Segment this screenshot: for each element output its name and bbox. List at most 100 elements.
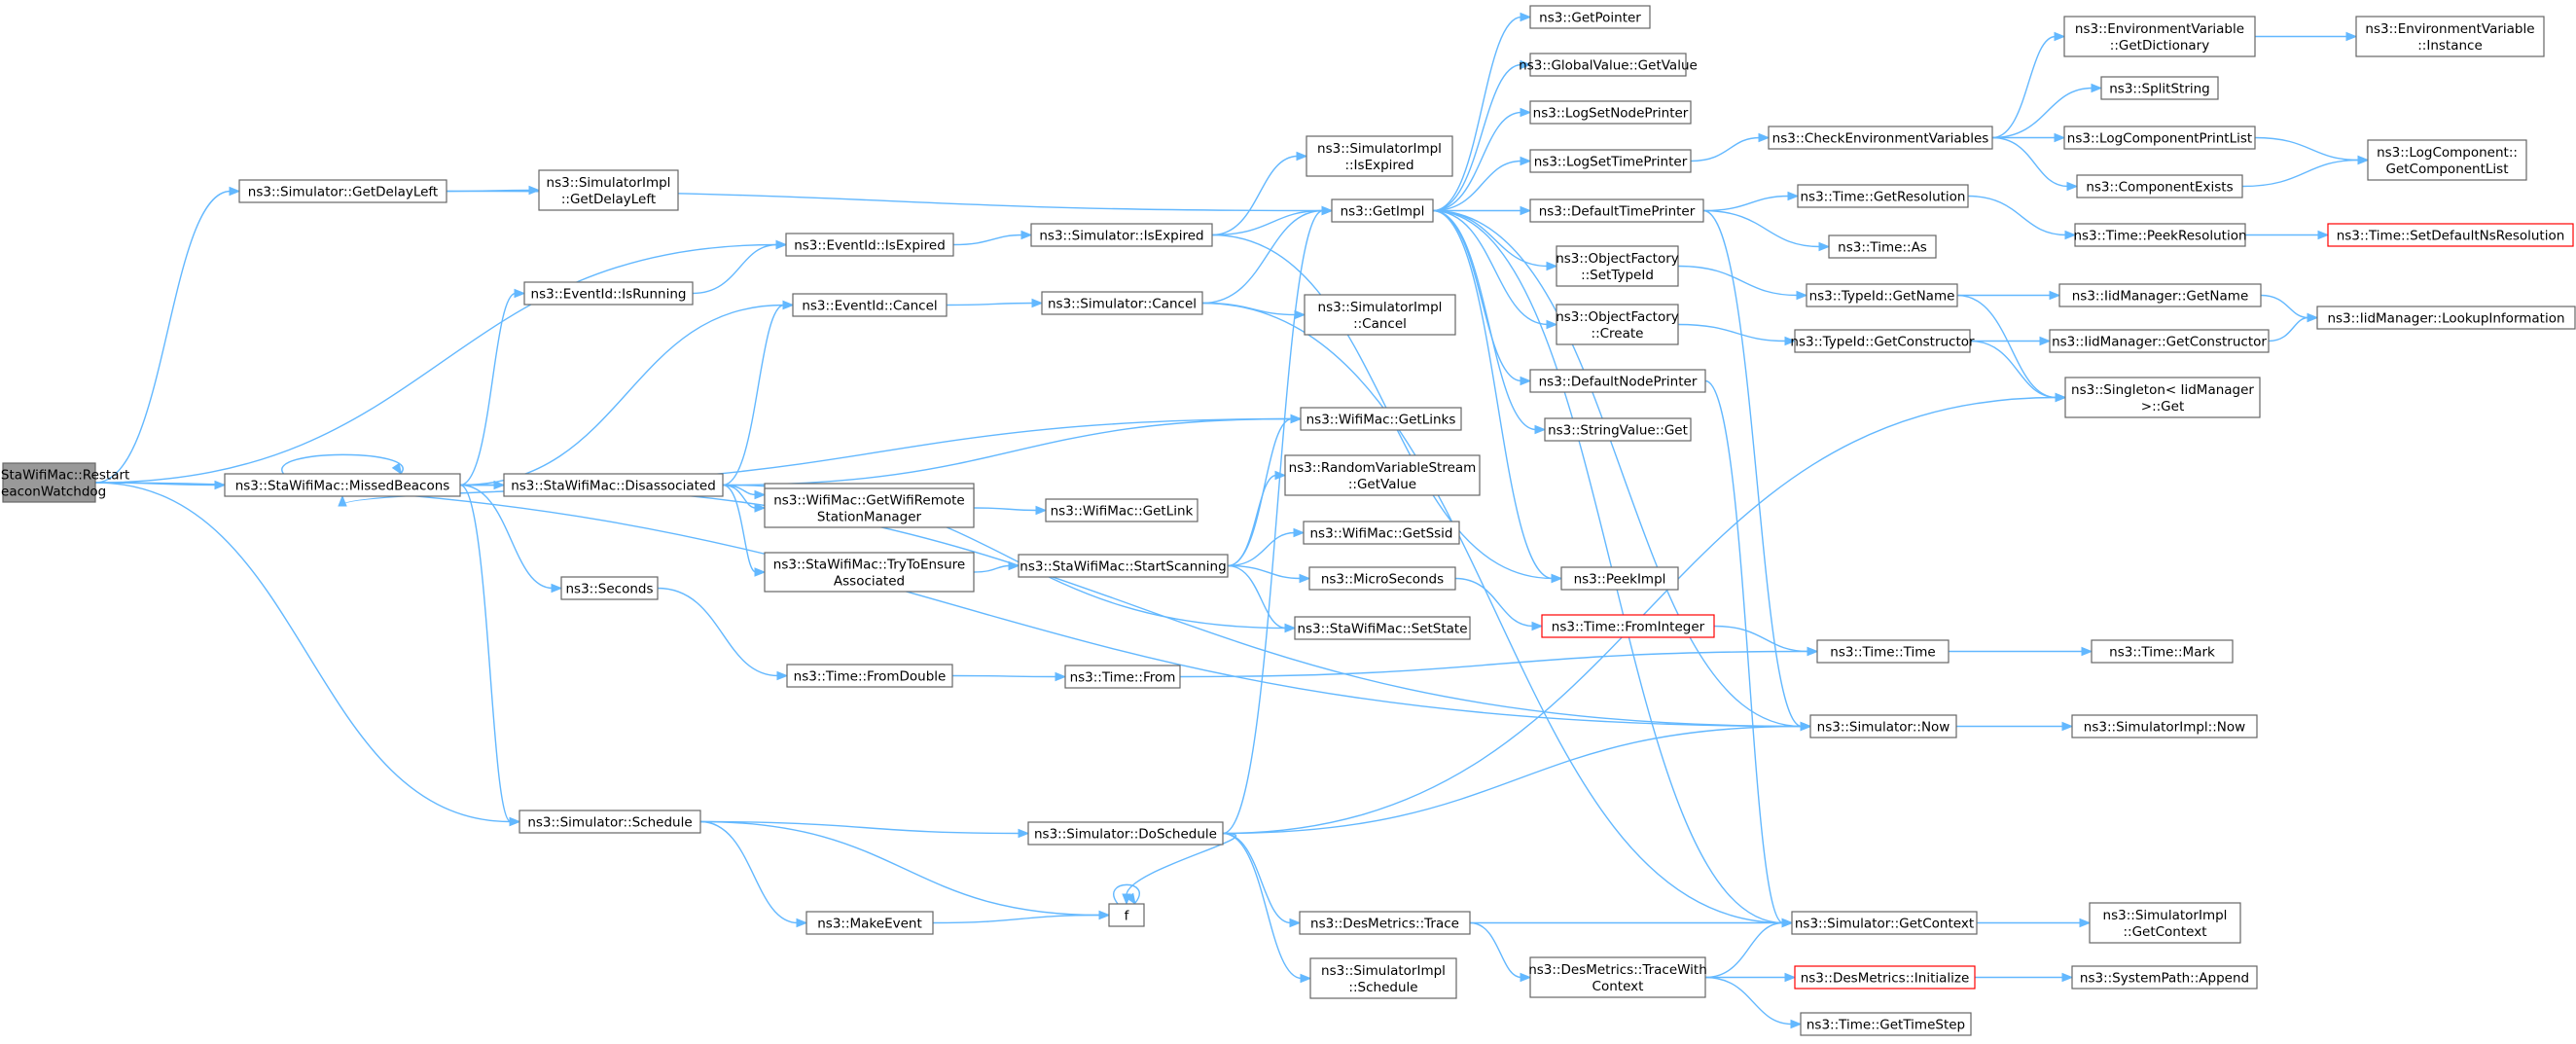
node-start-scanning[interactable]: ns3::StaWifiMac::StartScanning [1018, 554, 1229, 578]
node-sim-schedule[interactable]: ns3::Simulator::Schedule [519, 810, 701, 834]
node-wifi-get-link[interactable]: ns3::WifiMac::GetLink [1045, 498, 1199, 522]
node-log-comp-print-list[interactable]: ns3::LogComponentPrintList [2063, 126, 2256, 150]
node-default-node-printer[interactable]: ns3::DefaultNodePrinter [1529, 369, 1706, 393]
edge-line [1211, 155, 1299, 236]
node-component-exists[interactable]: ns3::ComponentExists [2076, 174, 2243, 198]
node-log-comp-get-list[interactable]: ns3::LogComponent::GetComponentList [2367, 139, 2527, 181]
node-label: ns3::RandomVariableStream [1289, 460, 1477, 476]
node-default-time-printer[interactable]: ns3::DefaultTimePrinter [1529, 198, 1704, 223]
node-log-set-time-printer[interactable]: ns3::LogSetTimePrinter [1529, 149, 1692, 173]
node-label: ns3::DesMetrics::Trace [1310, 917, 1459, 932]
node-global-get-value[interactable]: ns3::GlobalValue::GetValue [1519, 53, 1698, 77]
edge-line [1704, 976, 1793, 1026]
node-singleton-get[interactable]: ns3::Singleton< IidManager >::Get [2064, 377, 2261, 418]
edge-line [1432, 209, 1803, 728]
node-get-wifi-remote[interactable]: ns3::WifiMac::GetWifiRemoteStationManage… [764, 487, 975, 528]
node-event-is-running[interactable]: ns3::EventId::IsRunning [523, 281, 694, 306]
node-sim-now[interactable]: ns3::Simulator::Now [1809, 714, 1957, 738]
node-time-as[interactable]: ns3::Time::As [1828, 234, 1937, 259]
node-of-set-type-id[interactable]: ns3::ObjectFactory::SetTypeId [1556, 245, 1679, 287]
node-missed-beacons[interactable]: ns3::StaWifiMac::MissedBeacons [224, 473, 461, 497]
edge-line [1432, 209, 1549, 326]
node-event-is-expired[interactable]: ns3::EventId::IsExpired [785, 233, 954, 257]
edge-get-impl-to-of-create [1432, 209, 1558, 330]
edge-do-schedule-to-sim-now [1222, 721, 1812, 835]
edge-arrowhead [1520, 12, 1532, 22]
node-env-instance[interactable]: ns3::EnvironmentVariable::Instance [2355, 16, 2545, 57]
node-time-mark[interactable]: ns3::Time::Mark [2091, 639, 2234, 664]
node-seconds[interactable]: ns3::Seconds [560, 576, 659, 600]
node-label: ns3::Time::As [1838, 240, 1927, 256]
node-label: ns3::SimulatorImpl [2103, 908, 2228, 923]
node-get-pointer[interactable]: ns3::GetPointer [1529, 5, 1651, 29]
node-system-path-append[interactable]: ns3::SystemPath::Append [2071, 965, 2258, 990]
node-iid-lookup[interactable]: ns3::IidManager::LookupInformation [2316, 306, 2576, 330]
node-from-integer[interactable]: ns3::Time::FromInteger [1541, 614, 1715, 638]
node-disassociated[interactable]: ns3::StaWifiMac::Disassociated [503, 473, 724, 497]
node-set-state[interactable]: ns3::StaWifiMac::SetState [1294, 616, 1471, 640]
node-peek-resolution[interactable]: ns3::Time::PeekResolution [2073, 223, 2247, 247]
node-sim-get-context[interactable]: ns3::Simulator::GetContext [1791, 911, 1978, 935]
node-get-links[interactable]: ns3::WifiMac::GetLinks [1300, 407, 1462, 431]
node-sim-is-expired[interactable]: ns3::Simulator::IsExpired [1030, 223, 1213, 247]
edge-line [1432, 209, 1537, 431]
node-string-get[interactable]: ns3::StringValue::Get [1544, 417, 1692, 442]
node-check-env[interactable]: ns3::CheckEnvironmentVariables [1768, 126, 1993, 150]
node-sim-impl-cancel[interactable]: ns3::SimulatorImpl::Cancel [1304, 294, 1456, 336]
edge-arrowhead [1520, 156, 1532, 166]
node-f[interactable]: f [1108, 903, 1145, 927]
node-label: ns3::Simulator::GetDelayLeft [248, 185, 438, 200]
node-of-create[interactable]: ns3::ObjectFactory::Create [1556, 304, 1679, 345]
edge-line [1677, 265, 1799, 297]
edge-check-env-to-split-string [1991, 83, 2103, 139]
node-label: ns3::ObjectFactory [1556, 251, 1679, 267]
node-type-id-get-ctor[interactable]: ns3::TypeId::GetConstructor [1790, 329, 1975, 353]
node-label: ::Create [1592, 326, 1644, 342]
edge-line [2268, 316, 2309, 342]
node-time-from[interactable]: ns3::Time::From [1064, 665, 1181, 689]
node-des-initialize[interactable]: ns3::DesMetrics::Initialize [1794, 965, 1976, 990]
node-get-ssid[interactable]: ns3::WifiMac::GetSsid [1303, 521, 1460, 545]
node-sim-impl-schedule[interactable]: ns3::SimulatorImpl::Schedule [1309, 957, 1457, 999]
node-sim-impl-is-expired[interactable]: ns3::SimulatorImpl::IsExpired [1306, 135, 1453, 177]
node-from-double[interactable]: ns3::Time::FromDouble [786, 664, 953, 688]
node-get-impl[interactable]: ns3::GetImpl [1331, 198, 1434, 223]
node-des-trace[interactable]: ns3::DesMetrics::Trace [1299, 911, 1471, 935]
node-get-delay-left[interactable]: ns3::Simulator::GetDelayLeft [238, 179, 447, 203]
node-get-resolution[interactable]: ns3::Time::GetResolution [1797, 184, 1969, 208]
node-get-time-step[interactable]: ns3::Time::GetTimeStep [1800, 1012, 1972, 1036]
node-set-default-ns-res[interactable]: ns3::Time::SetDefaultNsResolution [2327, 223, 2574, 247]
node-iid-get-ctor[interactable]: ns3::IidManager::GetConstructor [2049, 329, 2270, 353]
node-sim-impl-get-delay-left[interactable]: ns3::SimulatorImpl::GetDelayLeft [538, 169, 679, 211]
node-env-get-dict[interactable]: ns3::EnvironmentVariable::GetDictionary [2063, 16, 2256, 57]
node-log-set-node-printer[interactable]: ns3::LogSetNodePrinter [1529, 100, 1692, 125]
node-sim-impl-now[interactable]: ns3::SimulatorImpl::Now [2071, 714, 2258, 738]
edge-f-to-f [1113, 883, 1140, 906]
node-split-string[interactable]: ns3::SplitString [2100, 76, 2219, 100]
node-make-event[interactable]: ns3::MakeEvent [805, 911, 934, 935]
node-micro-seconds[interactable]: ns3::MicroSeconds [1308, 566, 1456, 591]
node-peek-impl[interactable]: ns3::PeekImpl [1560, 566, 1679, 591]
edge-line [459, 292, 517, 486]
node-type-id-get-name[interactable]: ns3::TypeId::GetName [1806, 283, 1958, 307]
edge-arrowhead [2081, 646, 2093, 657]
node-do-schedule[interactable]: ns3::Simulator::DoSchedule [1027, 821, 1224, 846]
node-box [1800, 1012, 1972, 1036]
node-event-cancel[interactable]: ns3::EventId::Cancel [792, 293, 948, 317]
node-rvs-get-value[interactable]: ns3::RandomVariableStream::GetValue [1284, 454, 1481, 496]
node-sim-cancel[interactable]: ns3::Simulator::Cancel [1041, 291, 1203, 315]
node-box [1018, 554, 1229, 578]
node-sim-impl-get-context[interactable]: ns3::SimulatorImpl::GetContext [2089, 902, 2241, 944]
edge-type-id-get-ctor-to-singleton-get [1969, 340, 2067, 403]
node-label: ns3::StaWifiMac::TryToEnsure [773, 558, 965, 573]
node-box [538, 169, 679, 211]
node-iid-get-name[interactable]: ns3::IidManager::GetName [2058, 283, 2262, 307]
edge-line [932, 914, 1101, 924]
edge-missed-beacons-to-missed-beacons [281, 453, 404, 476]
node-label: ns3::StaWifiMac::Restart [0, 468, 129, 484]
node-label: ns3::WifiMac::GetLinks [1306, 413, 1456, 428]
node-time-time[interactable]: ns3::Time::Time [1816, 639, 1950, 664]
